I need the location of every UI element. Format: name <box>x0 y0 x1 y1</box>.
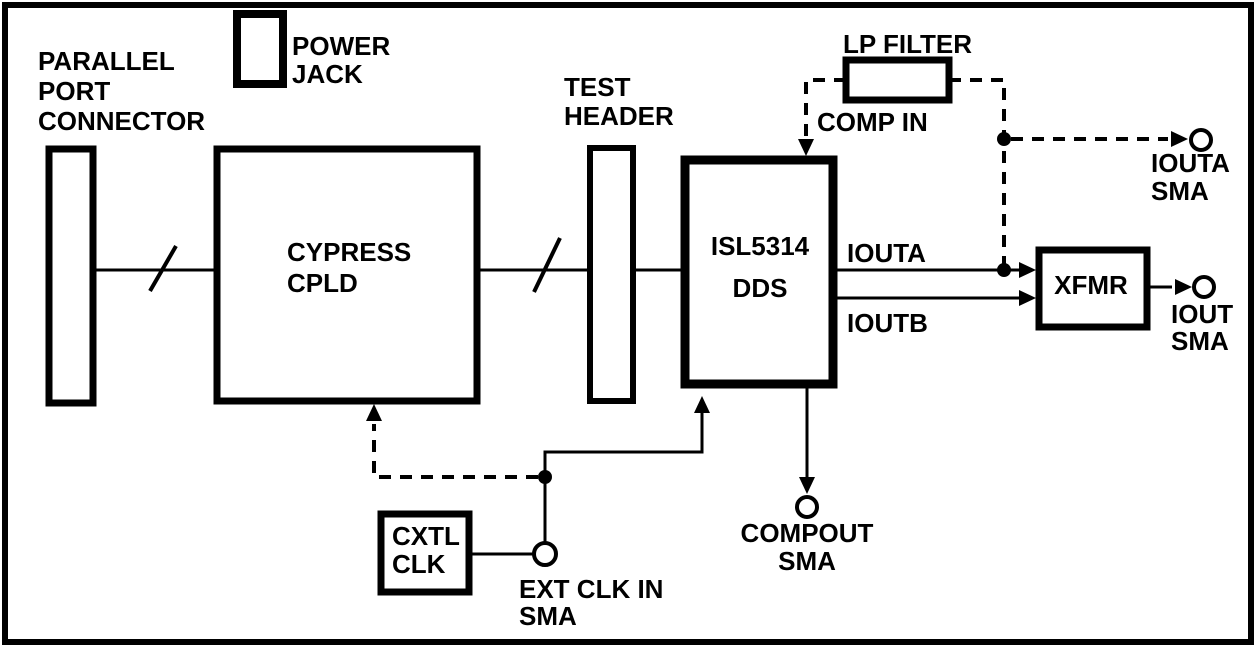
junction-dot <box>997 132 1011 146</box>
comp-in-label: COMP IN <box>817 107 928 137</box>
parallel-port-connector-box <box>45 145 97 407</box>
dashed-clock-wire-to-cpld <box>372 424 538 479</box>
iouta-sma-arrowhead <box>1171 131 1188 147</box>
power-jack-label: POWER <box>292 31 390 61</box>
parallel-port-label: CONNECTOR <box>38 106 205 136</box>
cypress-cpld-label: CYPRESS <box>287 237 411 267</box>
ext-clk-in-sma-label: EXT CLK IN <box>519 574 663 604</box>
isl5314-dds-label: ISL5314 <box>711 231 810 261</box>
test-header-label: HEADER <box>564 101 674 131</box>
iouta-label: IOUTA <box>847 238 926 268</box>
lp-filter-label: LP FILTER <box>843 29 972 59</box>
compout-sma-label: COMPOUT <box>741 518 874 548</box>
test-header-label: TEST <box>564 72 631 102</box>
junction-dot <box>997 263 1011 277</box>
ext-clk-in-sma-label: SMA <box>519 601 577 631</box>
xfmr-label: XFMR <box>1054 270 1128 300</box>
power-jack-label: JACK <box>292 59 363 89</box>
lp-filter-box <box>842 56 953 104</box>
isl5314-dds-label: DDS <box>733 273 788 303</box>
cxtl-clk-box <box>377 510 473 596</box>
cxtl-clk-label: CXTL <box>392 521 460 551</box>
comp-in-arrowhead <box>798 139 814 156</box>
iout-sma-connector <box>1192 275 1216 299</box>
ext-clk-in-sma-connector <box>532 541 558 567</box>
iouta-arrowhead <box>1019 262 1036 278</box>
ioutb-arrowhead <box>1019 290 1036 306</box>
iout-sma-arrowhead <box>1175 279 1192 295</box>
iouta-sma-label: SMA <box>1151 176 1209 206</box>
cxtl-clk-label: CLK <box>392 549 446 579</box>
iouta-sma-connector <box>1189 128 1213 152</box>
clock-wire-to-dds <box>543 400 704 543</box>
compout-sma-connector <box>795 495 819 519</box>
dds-clock-arrowhead <box>694 396 710 413</box>
cpld-clock-arrowhead <box>366 404 382 421</box>
iout-sma-label: IOUT <box>1171 299 1233 329</box>
iouta-sma-label: IOUTA <box>1151 148 1230 178</box>
power-jack-box <box>233 10 287 88</box>
dashed-wire-lp-filter-to-iouta <box>949 78 1006 266</box>
test-header-box <box>587 145 636 404</box>
iout-sma-label: SMA <box>1171 326 1229 356</box>
parallel-port-label: PARALLEL <box>38 46 175 76</box>
compout-sma-label: SMA <box>778 546 836 576</box>
compout-arrowhead <box>799 477 815 494</box>
junction-dot <box>538 470 552 484</box>
ioutb-label: IOUTB <box>847 308 928 338</box>
cypress-cpld-box <box>213 145 481 405</box>
parallel-port-label: PORT <box>38 76 110 106</box>
bus-width-slash <box>148 244 178 293</box>
isl5314-dds-box <box>680 155 838 389</box>
cypress-cpld-label: CPLD <box>287 268 358 298</box>
bus-width-slash <box>532 237 562 293</box>
